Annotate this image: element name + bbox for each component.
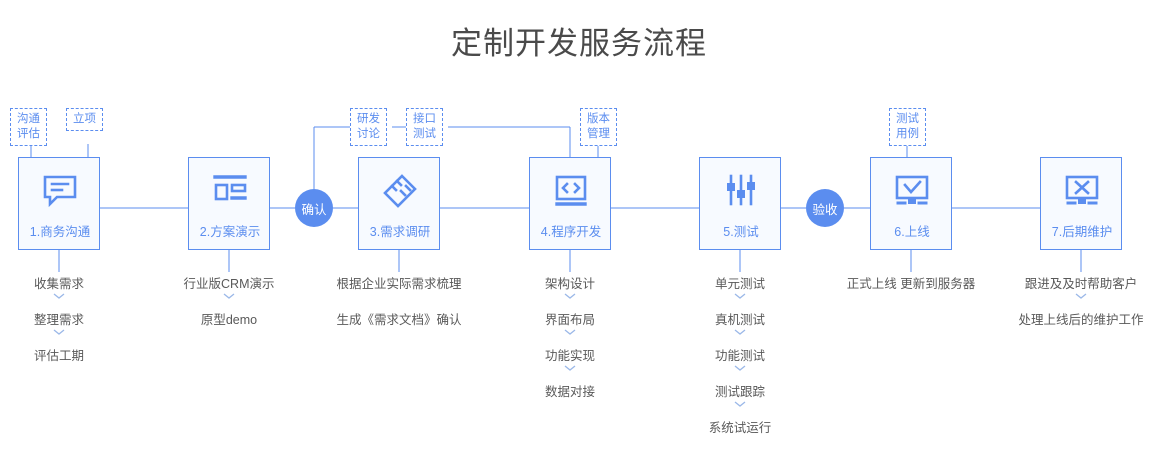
chevron-down-icon — [430, 292, 710, 312]
ruler-pencil-icon — [359, 170, 441, 212]
step-item: 收集需求 — [33, 277, 84, 291]
node-5[interactable]: 5.测试 — [699, 157, 781, 250]
step-item: 行业版CRM演示 — [183, 277, 275, 291]
badge-jiekou-ceshi[interactable]: 接口 测试 — [406, 108, 443, 146]
step-item: 真机测试 — [714, 313, 765, 327]
col-5: 单元测试真机测试功能测试测试跟踪系统试运行 — [600, 276, 880, 436]
chevron-down-icon — [0, 292, 199, 312]
col-7: 跟进及及时帮助客户处理上线后的维护工作 — [941, 276, 1158, 328]
monitor-wrench-icon — [1041, 170, 1123, 212]
col-1: 收集需求整理需求评估工期 — [0, 276, 199, 364]
node-label: 1.商务沟通 — [29, 225, 91, 239]
node-2[interactable]: 2.方案演示 — [188, 157, 270, 250]
step-item: 评估工期 — [33, 349, 84, 363]
step-item: 系统试运行 — [708, 421, 772, 435]
step-item: 整理需求 — [33, 313, 84, 327]
step-item: 处理上线后的维护工作 — [1018, 313, 1144, 327]
monitor-check-icon — [871, 170, 953, 212]
badge-ceshi-yongli[interactable]: 测试 用例 — [889, 108, 926, 146]
col-6: 正式上线 更新到服务器 — [771, 276, 1051, 292]
step-item: 功能测试 — [714, 349, 765, 363]
chevron-down-icon — [0, 328, 199, 348]
col-3: 根据企业实际需求梳理生成《需求文档》确认 — [259, 276, 539, 328]
badge-gouton-pinggu[interactable]: 沟通 评估 — [10, 108, 47, 146]
col-4: 架构设计界面布局功能实现数据对接 — [430, 276, 710, 400]
node-label: 3.需求调研 — [369, 225, 431, 239]
step-item: 根据企业实际需求梳理 — [336, 277, 462, 291]
node-label: 5.测试 — [723, 225, 759, 239]
step-item: 数据对接 — [544, 385, 595, 399]
step-item: 生成《需求文档》确认 — [336, 313, 462, 327]
page-title: 定制开发服务流程 — [451, 26, 707, 61]
step-item: 跟进及及时帮助客户 — [1024, 277, 1138, 291]
node-label: 2.方案演示 — [199, 225, 261, 239]
chevron-down-icon — [89, 292, 369, 312]
sliders-icon — [700, 170, 782, 212]
step-item: 正式上线 更新到服务器 — [846, 277, 976, 291]
node-3[interactable]: 3.需求调研 — [358, 157, 440, 250]
chevron-down-icon — [941, 292, 1158, 312]
node-label: 6.上线 — [894, 225, 930, 239]
node-1[interactable]: 1.商务沟通 — [18, 157, 100, 250]
step-item: 单元测试 — [714, 277, 765, 291]
chat-bubble-icon — [19, 170, 101, 212]
chevron-down-icon — [600, 328, 880, 348]
node-label: 7.后期维护 — [1051, 225, 1113, 239]
chevron-down-icon — [600, 364, 880, 384]
circle-queren[interactable]: 确认 — [295, 189, 333, 227]
chevron-down-icon — [430, 328, 710, 348]
code-monitor-icon — [530, 170, 612, 212]
chevron-down-icon — [600, 400, 880, 420]
step-item: 功能实现 — [544, 349, 595, 363]
node-label: 4.程序开发 — [540, 225, 602, 239]
badge-lixiang[interactable]: 立项 — [66, 108, 103, 131]
step-item: 原型demo — [200, 313, 258, 327]
node-4[interactable]: 4.程序开发 — [529, 157, 611, 250]
step-item: 界面布局 — [544, 313, 595, 327]
layout-dashboard-icon — [189, 170, 271, 212]
step-item: 测试跟踪 — [714, 385, 765, 399]
node-7[interactable]: 7.后期维护 — [1040, 157, 1122, 250]
chevron-down-icon — [430, 364, 710, 384]
col-2: 行业版CRM演示原型demo — [89, 276, 369, 328]
step-item: 架构设计 — [544, 277, 595, 291]
chevron-down-icon — [600, 292, 880, 312]
circle-yanshou[interactable]: 验收 — [806, 189, 844, 227]
badge-banben-guanli[interactable]: 版本 管理 — [580, 108, 617, 146]
badge-yanfa-taolun[interactable]: 研发 讨论 — [350, 108, 387, 146]
node-6[interactable]: 6.上线 — [870, 157, 952, 250]
